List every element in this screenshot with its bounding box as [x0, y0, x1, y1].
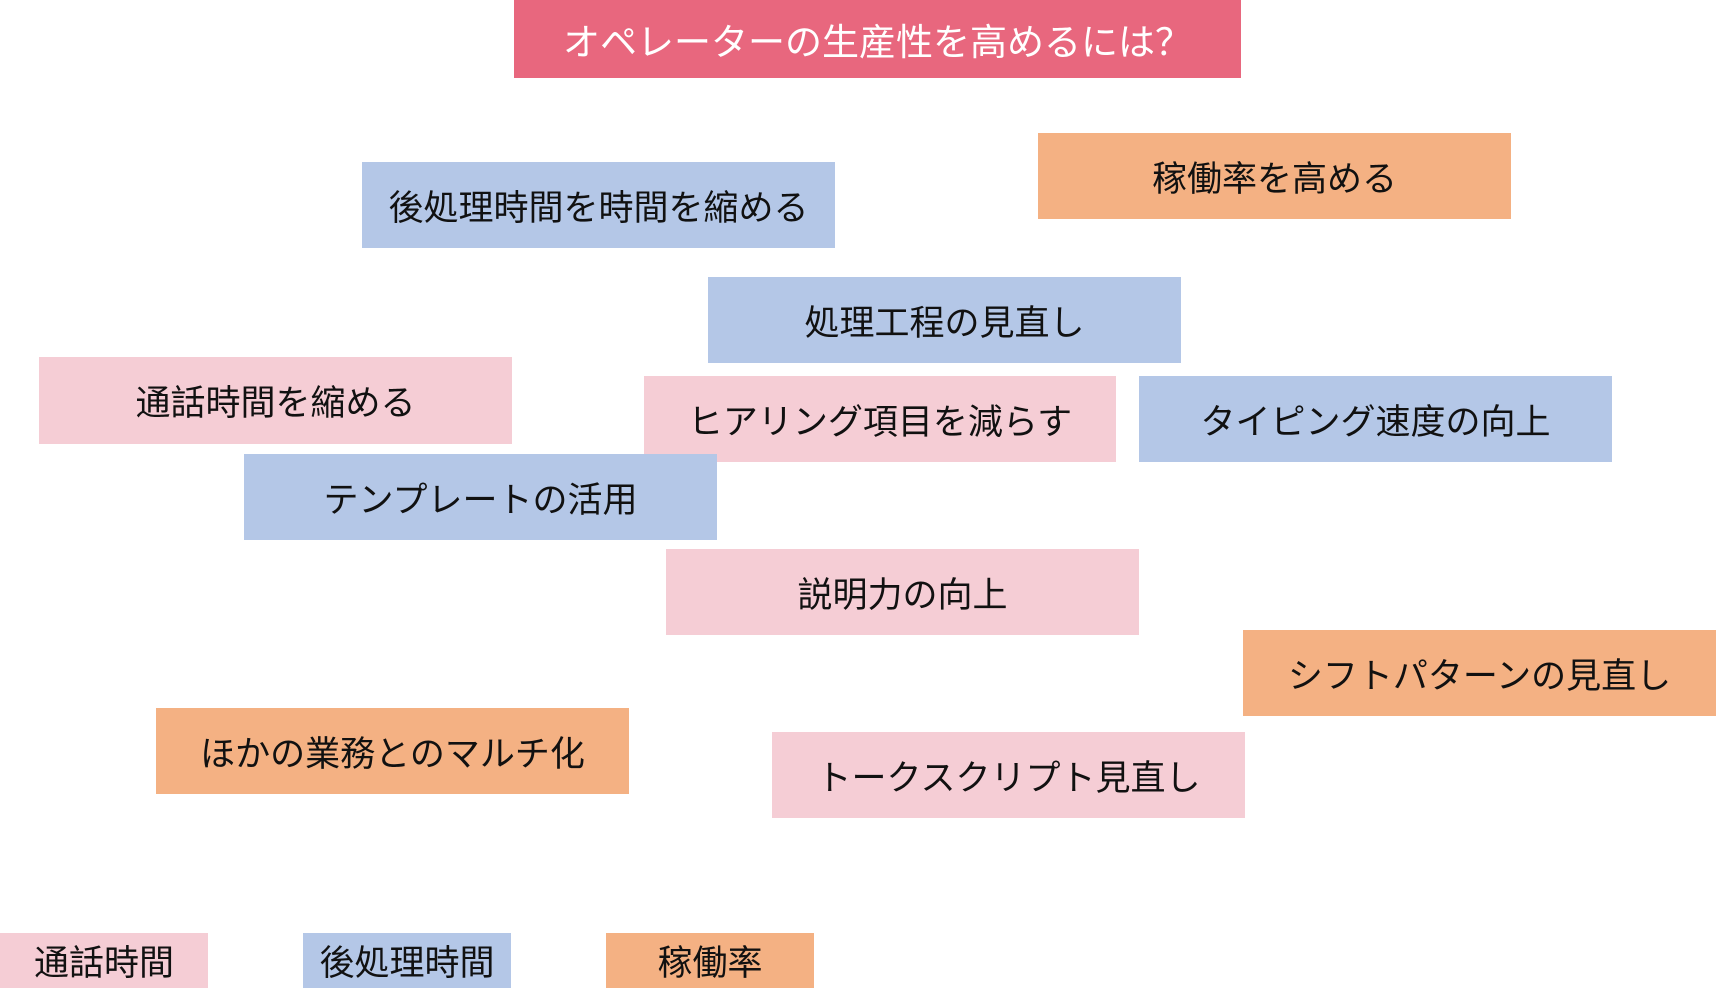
box-typing-speed: タイピング速度の向上 [1139, 376, 1612, 462]
box-reduce-hearing-items: ヒアリング項目を減らす [644, 376, 1116, 462]
box-explanation-skill: 説明力の向上 [666, 549, 1139, 635]
box-review-process: 処理工程の見直し [708, 277, 1181, 363]
box-multi-task-other-work: ほかの業務とのマルチ化 [156, 708, 629, 794]
box-increase-occupancy: 稼働率を高める [1038, 133, 1511, 219]
box-review-talk-script: トークスクリプト見直し [772, 732, 1245, 818]
box-review-shift-pattern: シフトパターンの見直し [1243, 630, 1716, 716]
legend-call-time: 通話時間 [0, 933, 208, 988]
legend-occupancy: 稼働率 [606, 933, 814, 988]
legend-after-call-work: 後処理時間 [303, 933, 511, 988]
diagram-title: オペレーターの生産性を高めるには？ [514, 0, 1241, 78]
box-use-templates: テンプレートの活用 [244, 454, 717, 540]
box-reduce-after-call-work: 後処理時間を時間を縮める [362, 162, 835, 248]
box-reduce-call-time: 通話時間を縮める [39, 357, 512, 444]
